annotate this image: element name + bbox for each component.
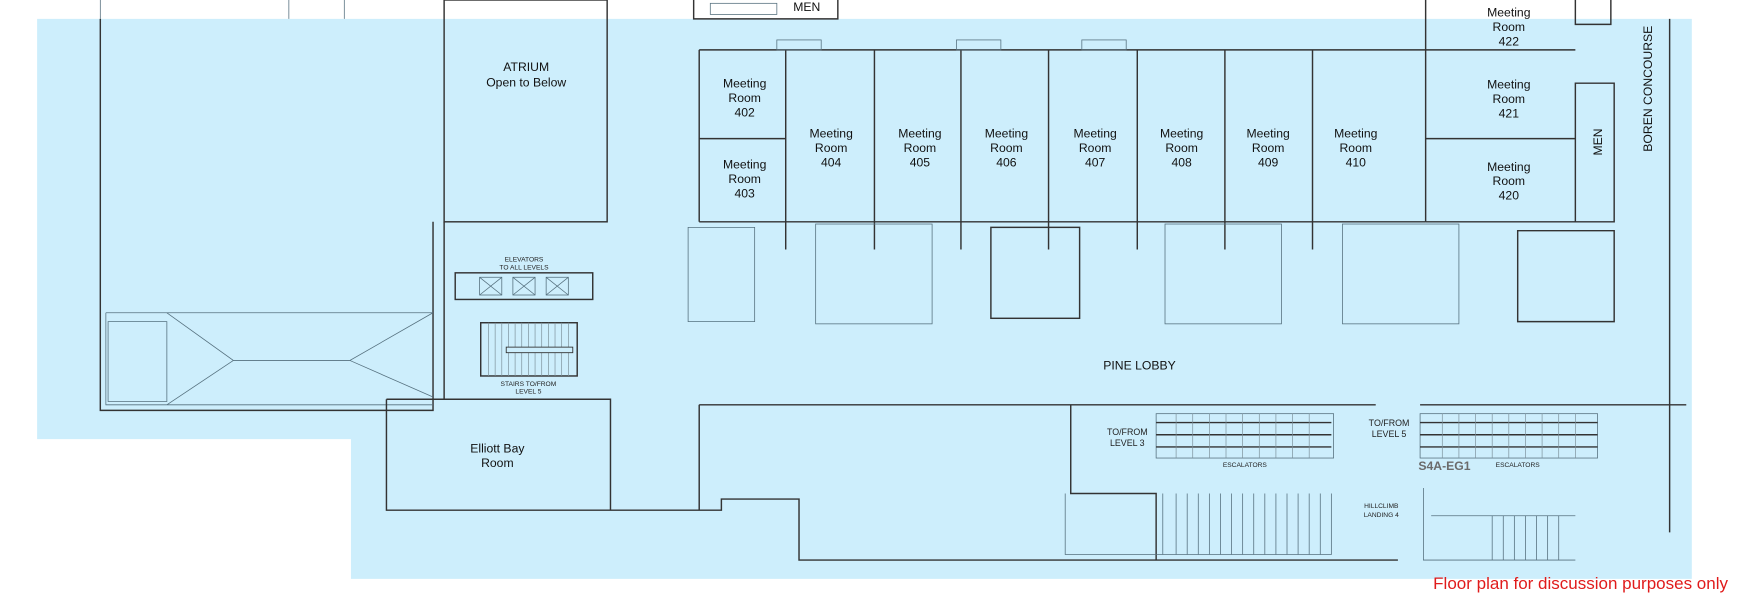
elevators-sublabel: TO ALL LEVELS bbox=[499, 265, 549, 272]
right-rooms-block bbox=[1420, 18, 1687, 533]
svg-text:Meeting: Meeting bbox=[1160, 127, 1203, 141]
to-level3-sublabel: LEVEL 3 bbox=[1110, 438, 1145, 448]
svg-text:Room: Room bbox=[728, 172, 761, 186]
svg-text:Meeting: Meeting bbox=[1487, 6, 1530, 20]
to-level3-label: TO/FROM bbox=[1107, 427, 1148, 437]
svg-text:422: 422 bbox=[1499, 34, 1520, 48]
svg-text:Room: Room bbox=[990, 141, 1023, 155]
svg-text:420: 420 bbox=[1499, 189, 1520, 203]
svg-text:421: 421 bbox=[1499, 107, 1520, 121]
escalators-left bbox=[1064, 413, 1334, 555]
stairs-sublabel: LEVEL 5 bbox=[515, 389, 541, 396]
pine-lobby-label: PINE LOBBY bbox=[1103, 358, 1175, 372]
svg-text:404: 404 bbox=[821, 155, 842, 169]
svg-text:Meeting: Meeting bbox=[1334, 127, 1377, 141]
area-code-label: S4A-EG1 bbox=[1418, 459, 1470, 473]
svg-text:Meeting: Meeting bbox=[1487, 160, 1530, 174]
svg-text:Meeting: Meeting bbox=[898, 127, 941, 141]
floor-area bbox=[37, 18, 1692, 579]
to-level5-sublabel: LEVEL 5 bbox=[1372, 429, 1407, 439]
svg-text:Meeting: Meeting bbox=[1246, 127, 1289, 141]
svg-text:Room: Room bbox=[728, 91, 761, 105]
meeting-rooms-block bbox=[687, 39, 1460, 325]
to-level5-label: TO/FROM bbox=[1369, 418, 1410, 428]
svg-text:402: 402 bbox=[735, 105, 756, 119]
elliott-bay-sublabel: Room bbox=[481, 456, 514, 470]
svg-text:Meeting: Meeting bbox=[985, 127, 1028, 141]
svg-text:Meeting: Meeting bbox=[1487, 78, 1530, 92]
left-roof-area bbox=[99, 18, 445, 412]
svg-text:409: 409 bbox=[1258, 155, 1279, 169]
svg-text:Room: Room bbox=[1493, 20, 1526, 34]
svg-text:Meeting: Meeting bbox=[810, 127, 853, 141]
svg-text:408: 408 bbox=[1171, 155, 1192, 169]
elevator-bank bbox=[454, 272, 594, 301]
svg-text:Room: Room bbox=[1493, 92, 1526, 106]
upper-outline bbox=[99, 0, 1612, 50]
svg-text:Meeting: Meeting bbox=[723, 77, 766, 91]
svg-text:Room: Room bbox=[1079, 141, 1112, 155]
svg-text:Meeting: Meeting bbox=[723, 158, 766, 172]
stairs-label: STAIRS TO/FROM bbox=[501, 381, 557, 388]
svg-text:Room: Room bbox=[1165, 141, 1198, 155]
men-restroom-right-label: MEN bbox=[1591, 128, 1605, 155]
men-restroom-label: MEN bbox=[793, 0, 820, 14]
svg-text:Room: Room bbox=[1252, 141, 1285, 155]
svg-text:Room: Room bbox=[904, 141, 937, 155]
disclaimer-note: Floor plan for discussion purposes only bbox=[1433, 574, 1728, 593]
svg-text:403: 403 bbox=[735, 186, 756, 200]
atrium bbox=[443, 0, 608, 223]
atrium-label: ATRIUM bbox=[503, 60, 549, 74]
svg-text:407: 407 bbox=[1085, 155, 1106, 169]
svg-text:Room: Room bbox=[815, 141, 848, 155]
svg-text:Room: Room bbox=[1493, 174, 1526, 188]
svg-text:410: 410 bbox=[1346, 155, 1367, 169]
escalators-left-label: ESCALATORS bbox=[1223, 462, 1268, 469]
svg-text:Room: Room bbox=[1340, 141, 1373, 155]
svg-text:Meeting: Meeting bbox=[1073, 127, 1116, 141]
elliott-bay-label: Elliott Bay bbox=[470, 441, 525, 455]
escalators-right-label: ESCALATORS bbox=[1496, 462, 1541, 469]
atrium-sublabel: Open to Below bbox=[486, 76, 566, 90]
hillclimb-sublabel: LANDING 4 bbox=[1364, 512, 1399, 519]
boren-concourse-label: BOREN CONCOURSE bbox=[1641, 26, 1655, 152]
elevators-label: ELEVATORS bbox=[505, 257, 544, 264]
svg-text:406: 406 bbox=[996, 155, 1017, 169]
escalators-right bbox=[1419, 413, 1598, 561]
svg-text:405: 405 bbox=[910, 155, 931, 169]
elliott-bay-room bbox=[385, 398, 1398, 561]
hillclimb-label: HILLCLIMB bbox=[1364, 503, 1399, 510]
stairs bbox=[480, 322, 578, 377]
